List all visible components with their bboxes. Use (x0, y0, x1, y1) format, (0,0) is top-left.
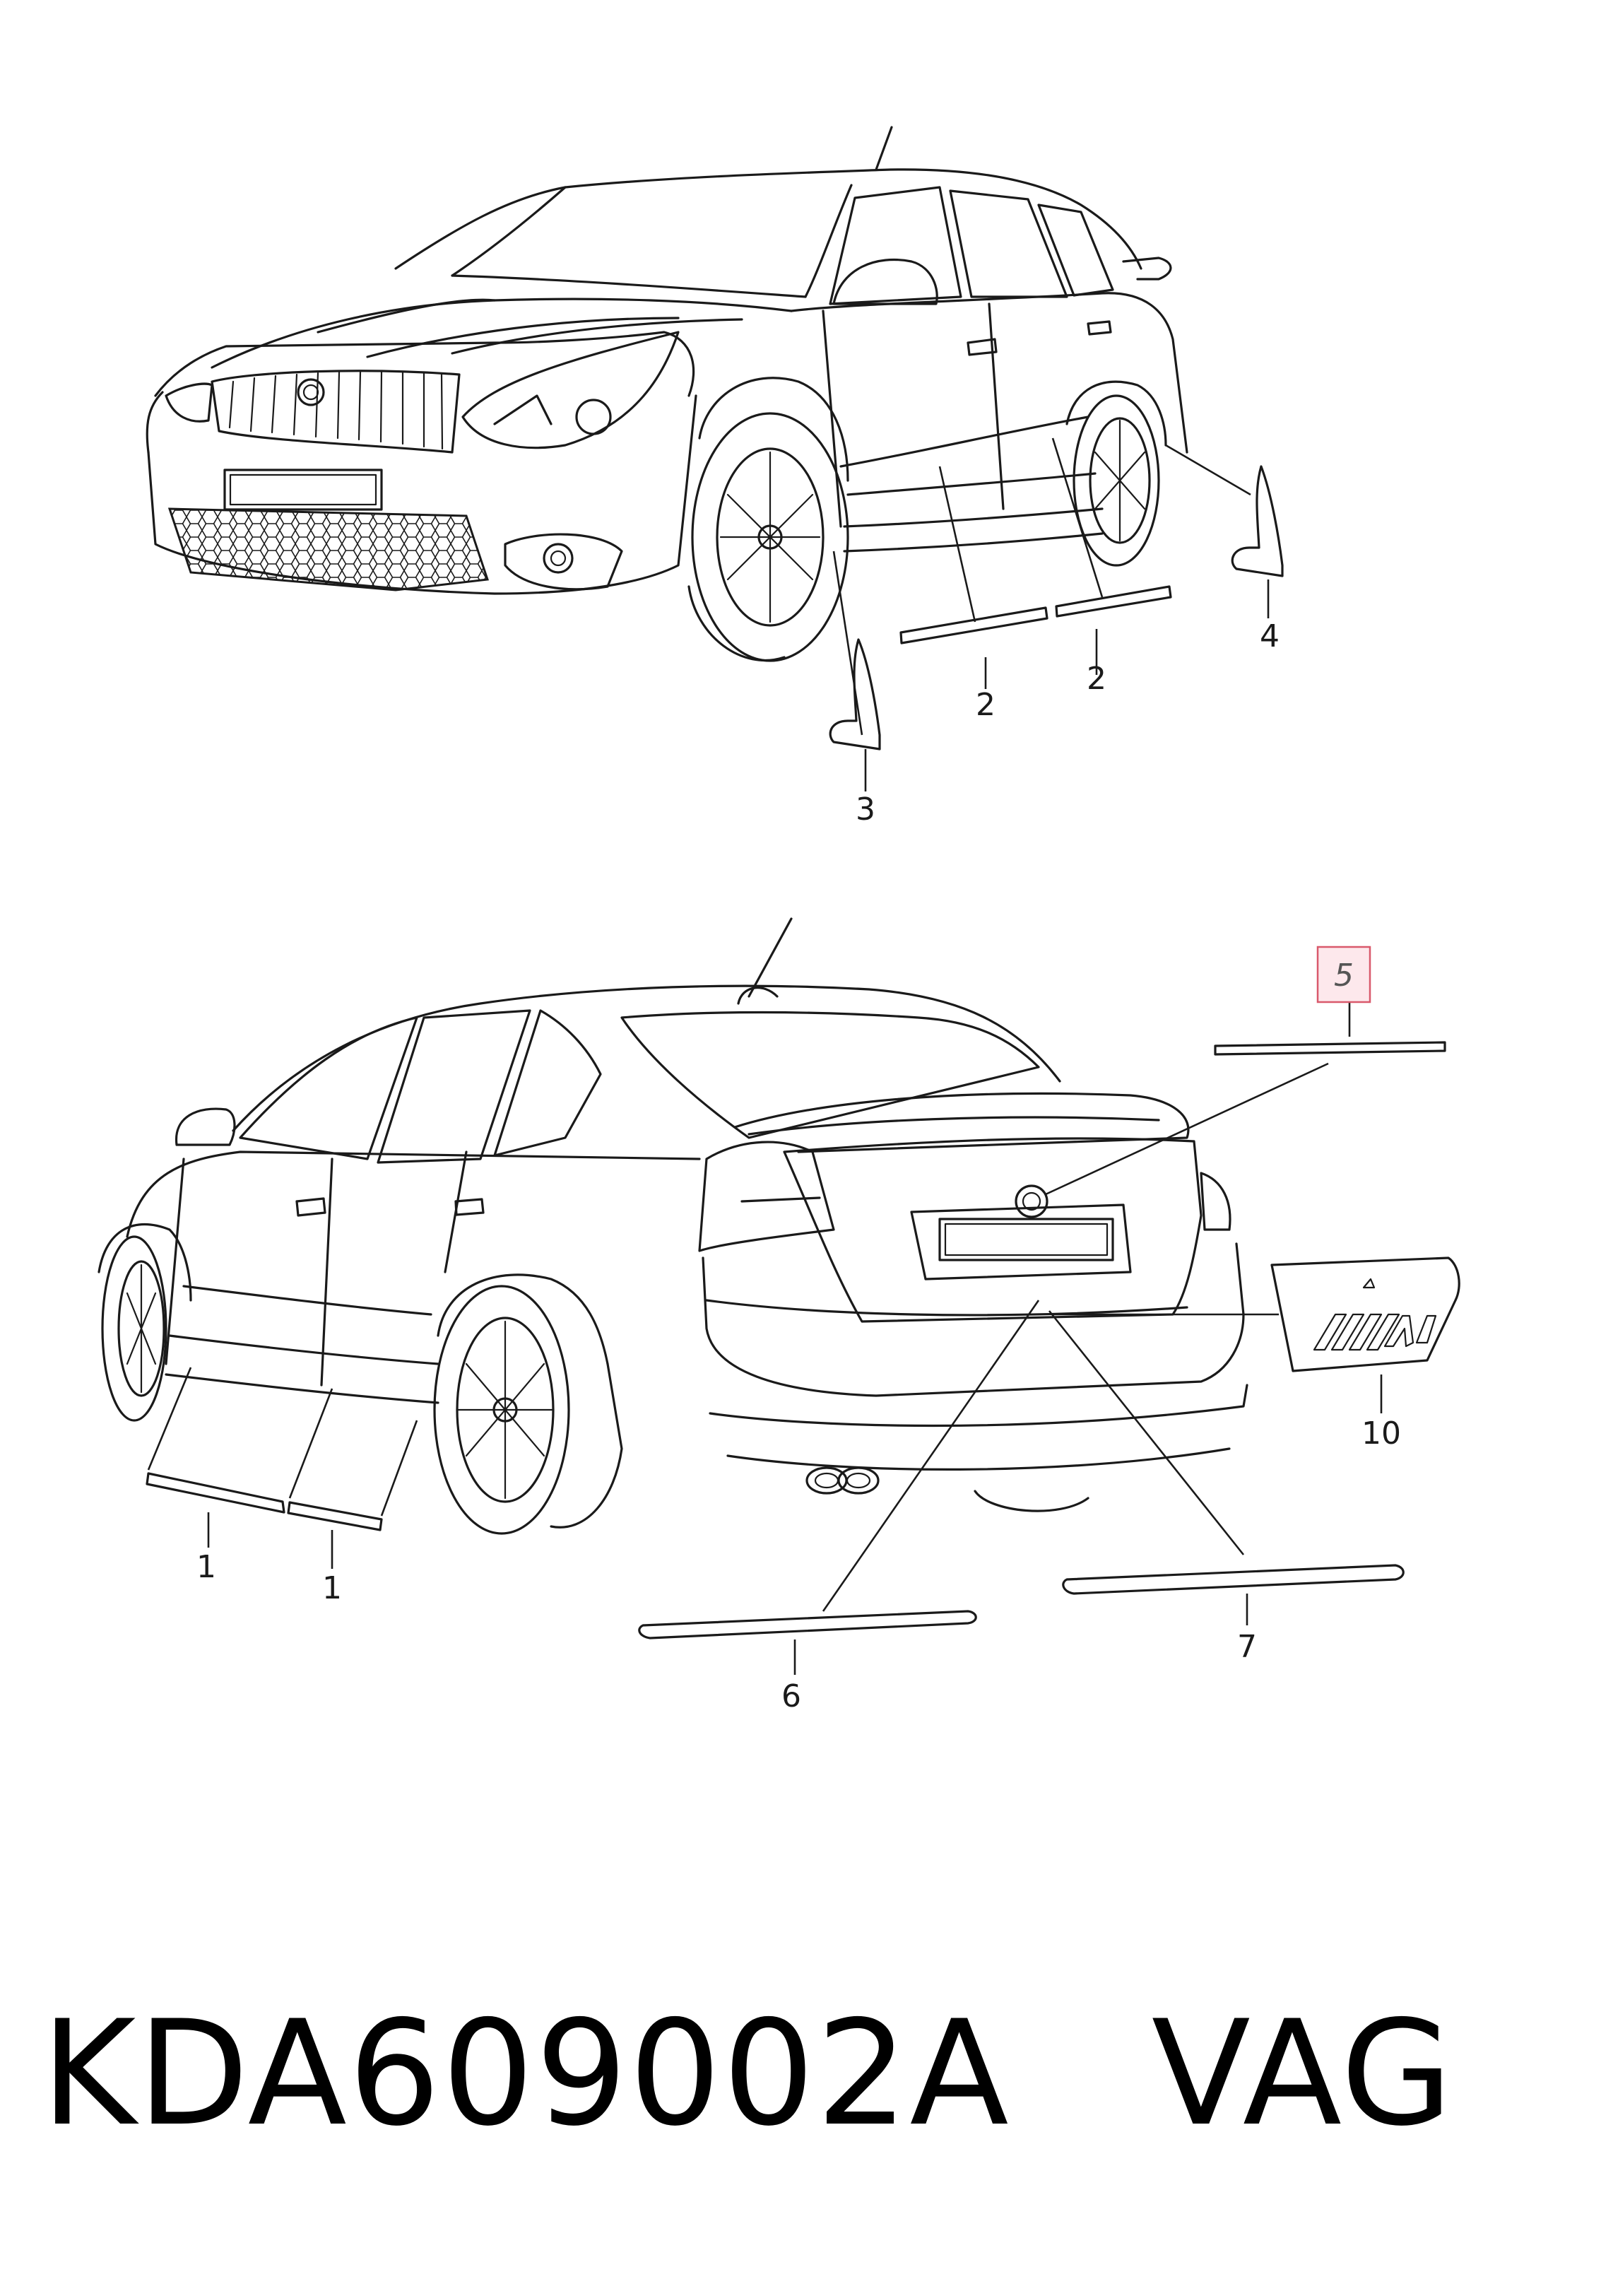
rear-wheel-spokes-b (456, 1320, 554, 1500)
rear-wheel-spokes (1094, 419, 1146, 542)
side-strip-front (899, 606, 1048, 644)
front-car-illustration (146, 126, 1188, 662)
grille-slats (228, 370, 444, 450)
rear-car-illustration (98, 917, 1248, 1535)
callout-7: 7 (1237, 1629, 1257, 1665)
top-parts (829, 437, 1284, 791)
side-strip-rear (1055, 585, 1172, 618)
front-wheel-spokes (719, 451, 821, 623)
callout-5-highlight (1316, 946, 1371, 1003)
callout-3: 3 (856, 791, 875, 828)
callout-5: 5 (1334, 958, 1354, 994)
callout-2b: 2 (1087, 661, 1106, 697)
callout-1a: 1 (196, 1549, 216, 1585)
diffuser-stripes (1313, 1278, 1437, 1351)
bottom-parts (146, 989, 1460, 1675)
callout-1b: 1 (322, 1570, 342, 1606)
brand-label: VAG (1151, 1990, 1455, 2158)
trunk-strip (1214, 1041, 1446, 1056)
sill-strip-a (146, 1472, 285, 1514)
bumper-strip-right (1062, 1564, 1405, 1595)
callout-10: 10 (1361, 1415, 1401, 1452)
callout-6: 6 (781, 1678, 801, 1714)
callout-2a: 2 (976, 687, 996, 723)
bumper-strip-left (638, 1610, 977, 1639)
callout-4: 4 (1260, 618, 1280, 654)
part-number-footer: KDA609002A VAG (41, 1986, 1454, 2162)
part-number: KDA609002A (41, 1990, 1010, 2158)
sill-strip-b (287, 1501, 383, 1531)
mud-flap-rear (1231, 465, 1284, 577)
diffuser-panel (1270, 1256, 1460, 1372)
